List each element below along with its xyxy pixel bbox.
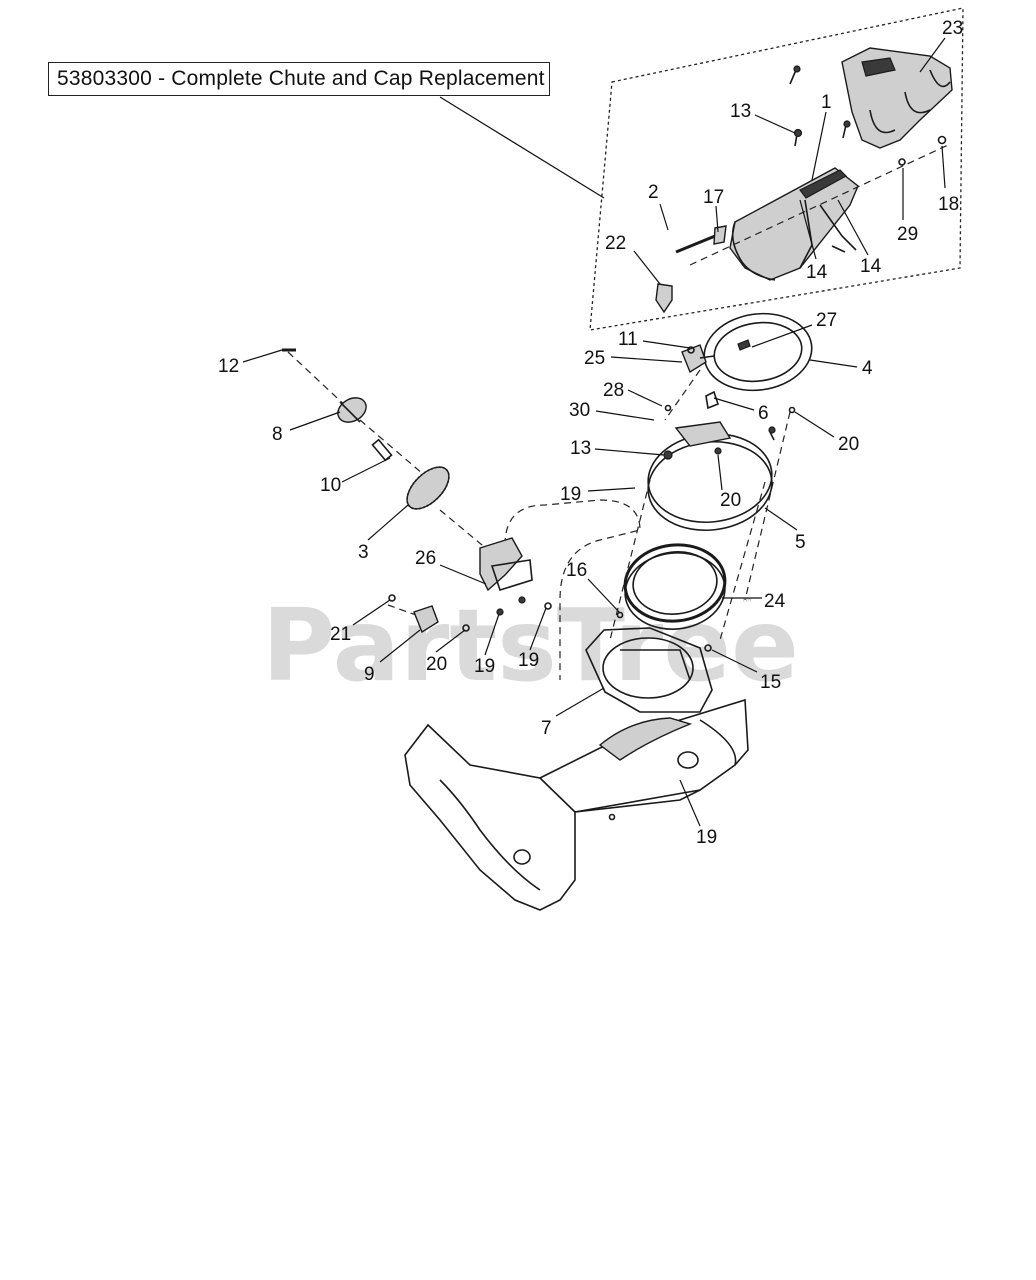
auger-housing <box>404 698 749 911</box>
watermark: PartsTree <box>262 587 799 704</box>
callout-16: 16 <box>566 560 587 581</box>
callout-9: 9 <box>364 664 375 685</box>
kit-hardware <box>655 65 947 314</box>
callout-3: 3 <box>358 542 369 563</box>
callout-17: 17 <box>703 187 724 208</box>
chute-ring-part <box>703 312 813 392</box>
callout-29: 29 <box>897 224 918 245</box>
callout-15: 15 <box>760 672 781 693</box>
leader-lines <box>242 37 946 827</box>
callout-11: 11 <box>618 329 638 350</box>
callout-20-right: 20 <box>838 434 859 455</box>
callout-6: 6 <box>758 403 769 424</box>
callout-5: 5 <box>795 532 806 553</box>
callout-8: 8 <box>272 424 283 445</box>
callout-27: 27 <box>816 310 837 331</box>
watermark-trademark: ™ <box>740 596 754 612</box>
callout-19-upper: 19 <box>560 484 581 505</box>
callout-23: 23 <box>942 18 963 39</box>
callout-13-mid: 13 <box>570 438 591 459</box>
deflector-cap-part <box>841 47 953 149</box>
gear-bracket-parts <box>388 537 552 634</box>
chute-bracket-part <box>681 344 715 374</box>
callout-14-left: 14 <box>806 262 828 283</box>
callout-22: 22 <box>605 233 626 254</box>
callout-13-top: 13 <box>730 101 751 122</box>
callout-28: 28 <box>603 380 624 401</box>
callout-20-left: 20 <box>426 654 447 675</box>
callout-1: 1 <box>821 92 832 113</box>
chute-mount-plate-part <box>585 611 713 713</box>
kit-title-box: 53803300 - Complete Chute and Cap Replac… <box>48 62 550 96</box>
chute-part <box>689 144 949 281</box>
callout-2: 2 <box>648 182 659 203</box>
callout-12: 12 <box>218 356 239 377</box>
callout-18: 18 <box>938 194 959 215</box>
callout-21: 21 <box>330 624 351 645</box>
callout-19-lower: 19 <box>696 827 717 848</box>
callout-19-center: 19 <box>518 650 539 671</box>
kit-leader <box>439 96 605 199</box>
callout-30: 30 <box>569 400 590 421</box>
callout-4: 4 <box>862 358 873 379</box>
kit-title: 53803300 - Complete Chute and Cap Replac… <box>57 67 545 90</box>
callouts: 23 1 13 2 17 22 14 14 29 18 11 27 25 4 1… <box>218 18 963 848</box>
callout-10: 10 <box>320 475 341 496</box>
callout-14-right: 14 <box>860 256 882 277</box>
chute-base-ring-part <box>623 543 727 630</box>
assembly-guides <box>287 351 791 680</box>
callout-26: 26 <box>415 548 436 569</box>
crank-parts <box>282 348 450 510</box>
callout-19-left: 19 <box>474 656 495 677</box>
callout-20-mid: 20 <box>720 490 741 511</box>
callout-24: 24 <box>764 591 786 612</box>
callout-25: 25 <box>584 348 605 369</box>
callout-7: 7 <box>541 718 552 739</box>
kit-boundary <box>589 7 964 331</box>
